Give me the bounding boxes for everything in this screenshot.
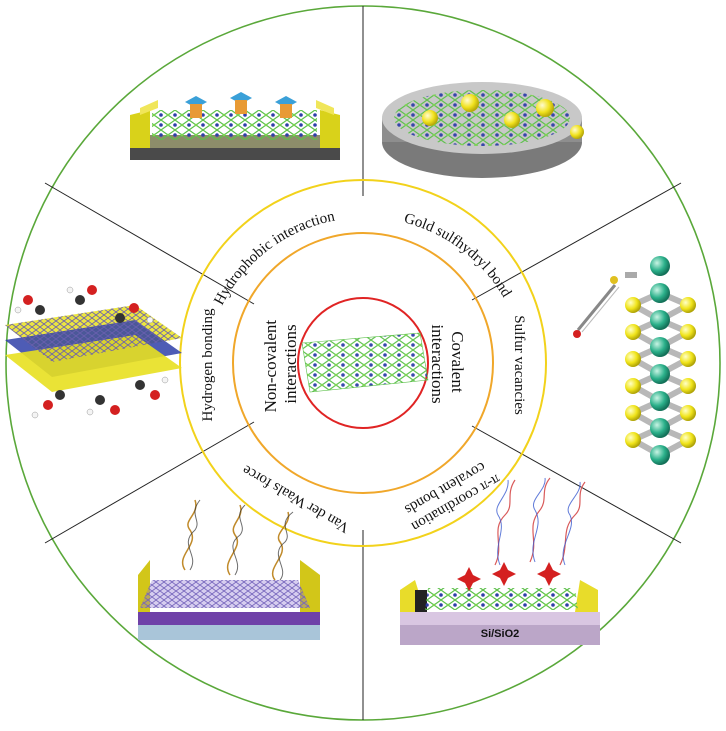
covalent-label: Covalent interactions bbox=[428, 324, 467, 403]
yellow-ring bbox=[179, 179, 547, 547]
van-der-waals-device-image bbox=[138, 499, 320, 640]
orange-ring bbox=[232, 232, 494, 494]
divider-upper-left bbox=[44, 182, 255, 305]
non-covalent-label: Non-covalent interactions bbox=[261, 316, 300, 413]
center-lattice-image bbox=[301, 332, 429, 393]
hydrophobic-device-image bbox=[130, 92, 340, 160]
hydrogen-bonding-image bbox=[5, 285, 182, 419]
sulfur-vacancies-label: Sulfur vacancies bbox=[511, 315, 527, 415]
divider-lower-left bbox=[44, 421, 255, 544]
sulfur-vacancies-image bbox=[573, 256, 696, 465]
sector-dividers bbox=[44, 6, 682, 720]
gold-disk-image bbox=[382, 82, 584, 178]
divider-lower-right bbox=[471, 425, 682, 544]
substrate-label: Si/SiO2 bbox=[481, 628, 520, 640]
hydrogen-bonding-label: Hydrogen bonding bbox=[200, 308, 216, 421]
divider-upper-right bbox=[471, 182, 682, 301]
pi-coordination-device-image: Si/SiO2 bbox=[400, 477, 600, 645]
